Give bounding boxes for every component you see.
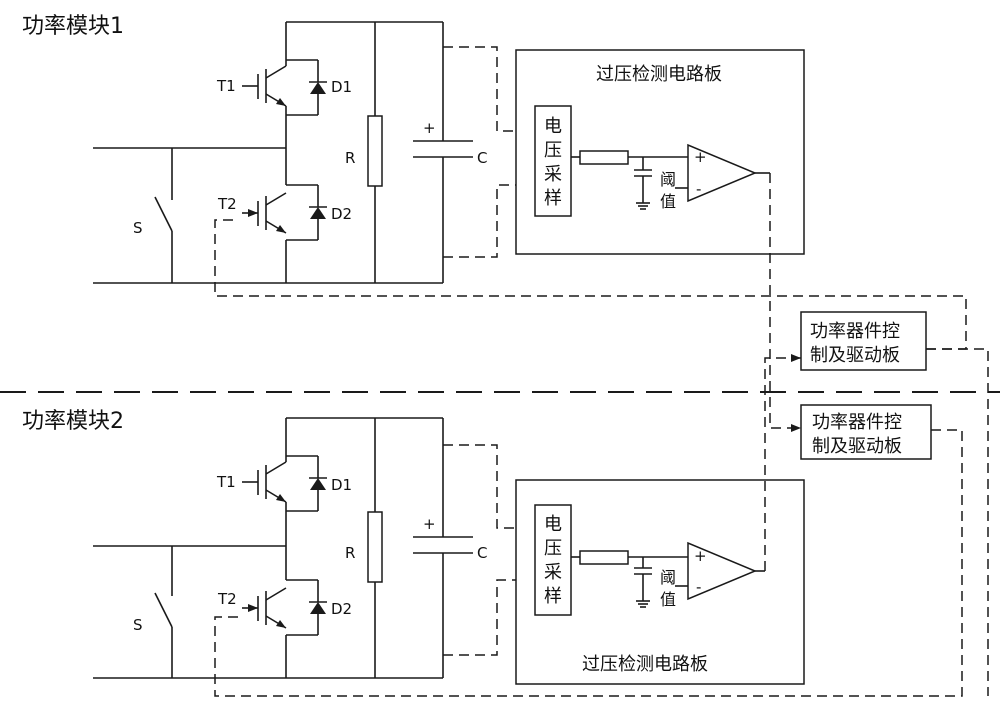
module-2-sampling-char-3: 采 <box>544 562 562 583</box>
driver-1-cross-link <box>926 348 989 696</box>
module-1-diode-d2 <box>286 184 327 241</box>
module-1-igbt-t2 <box>242 192 287 234</box>
module-2-comparator <box>675 541 765 601</box>
module-2-igbt-t1 <box>242 461 287 503</box>
power-module-1: 功率模块1 S <box>22 14 805 284</box>
module-2-threshold-char-1: 阈 <box>660 568 676 587</box>
module-1-capacitor <box>413 140 473 158</box>
module-2-switch-s <box>154 546 173 678</box>
module-1-sampling-char-3: 采 <box>544 164 562 185</box>
module-2-signal-path <box>571 550 688 608</box>
module-2-threshold-char-2: 值 <box>660 590 676 609</box>
module-1-bus-wiring <box>93 21 444 284</box>
module-2-bus-wiring <box>93 417 444 679</box>
module-1-sampling-char-1: 电 <box>544 116 562 137</box>
module-2-igbt-t2 <box>242 587 287 629</box>
module-2-sampling-char-1: 电 <box>544 514 562 535</box>
driver-2-line-1: 功率器件控 <box>812 412 902 433</box>
module-1-d2-label: D2 <box>331 205 352 223</box>
module-1-switch-s <box>154 148 173 283</box>
module-1-comparator-minus: - <box>696 180 701 198</box>
module-1-sampling-char-2: 压 <box>544 140 562 161</box>
module-1-threshold-char-2: 值 <box>660 192 676 211</box>
module-1-c-label: C <box>477 149 487 167</box>
module-2-comparator-minus: - <box>696 578 701 596</box>
module-1-switch-label: S <box>133 219 143 237</box>
module-2-sampling-char-4: 样 <box>544 586 562 607</box>
module-1-threshold-char-1: 阈 <box>660 170 676 189</box>
module-2-r-label: R <box>345 544 355 562</box>
module-2-diode-d1 <box>286 455 327 512</box>
module-2-comparator-plus: + <box>694 547 707 565</box>
signal-connections <box>214 173 989 697</box>
module-2-voltage-sampling-box <box>534 504 572 616</box>
module-2-diode-d2 <box>286 579 327 636</box>
module-1-comparator-plus: + <box>694 148 707 166</box>
module-1-voltage-sampling-box <box>534 105 572 217</box>
comparator-1-to-driver-2 <box>769 173 801 429</box>
module-2-t1-label: T1 <box>216 473 236 491</box>
module-2-c-label: C <box>477 544 487 562</box>
module-1-t2-label: T2 <box>217 195 237 213</box>
driver-board-2: 功率器件控 制及驱动板 <box>800 404 932 460</box>
module-1-resistor <box>367 115 383 187</box>
module-1-comparator <box>675 143 770 203</box>
module-1-r-label: R <box>345 149 355 167</box>
module-1-cap-plus: + <box>423 119 436 137</box>
comparator-2-to-driver-1 <box>764 357 801 571</box>
module-2-resistor <box>367 511 383 583</box>
module-1-title: 功率模块1 <box>22 14 124 39</box>
driver-1-line-2: 制及驱动板 <box>810 345 900 366</box>
driver-2-line-2: 制及驱动板 <box>812 436 902 457</box>
driver-1-line-1: 功率器件控 <box>810 321 900 342</box>
module-1-t1-label: T1 <box>216 77 236 95</box>
module-2-title: 功率模块2 <box>22 409 124 434</box>
module-2-d1-label: D1 <box>331 476 352 494</box>
module-1-board-title: 过压检测电路板 <box>596 64 722 85</box>
driver-2-to-t2-gate <box>214 429 963 697</box>
module-1-sampling-char-4: 样 <box>544 188 562 209</box>
module-2-cap-plus: + <box>423 515 436 533</box>
module-1-d1-label: D1 <box>331 78 352 96</box>
module-2-d2-label: D2 <box>331 600 352 618</box>
module-2-capacitor <box>413 536 473 554</box>
module-2-t2-label: T2 <box>217 590 237 608</box>
module-2-switch-label: S <box>133 616 143 634</box>
module-2-sampling-char-2: 压 <box>544 538 562 559</box>
module-2-board-title: 过压检测电路板 <box>582 654 708 675</box>
module-1-igbt-t1 <box>242 65 287 107</box>
driver-board-1: 功率器件控 制及驱动板 <box>800 311 927 371</box>
power-module-2: 功率模块2 S T1 <box>22 409 805 685</box>
module-1-diode-d1 <box>286 59 327 116</box>
module-1-signal-path <box>571 150 688 210</box>
